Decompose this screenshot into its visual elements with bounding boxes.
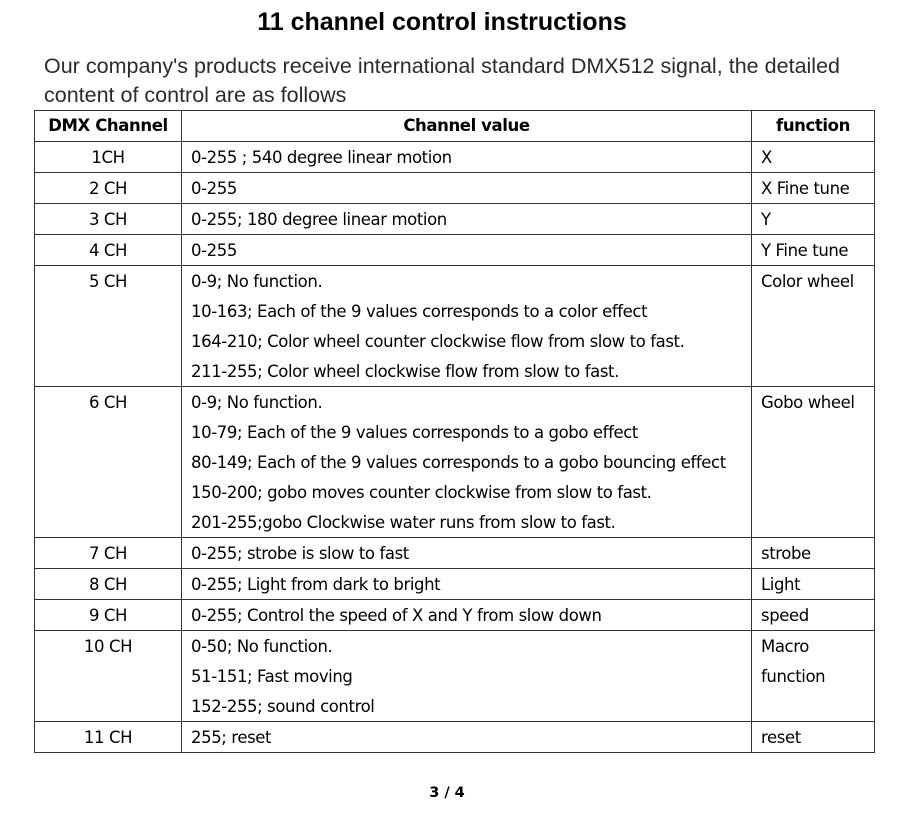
table-row: 1CH 0-255 ; 540 degree linear motion X	[34, 141, 875, 173]
channel-cell: 4 CH	[34, 234, 182, 266]
value-line: 150-200; gobo moves counter clockwise fr…	[191, 483, 652, 502]
channel-value-cell: 0-9; No function. 10-163; Each of the 9 v…	[181, 265, 752, 387]
function-line: speed	[761, 606, 809, 625]
function-line: function	[761, 667, 826, 686]
channel-cell: 1CH	[34, 141, 182, 173]
value-line: 0-255; Light from dark to bright	[191, 575, 441, 594]
value-line: 152-255; sound control	[191, 697, 375, 716]
dmx-channel-table: DMX Channel Channel value function 1CH 0-…	[34, 110, 875, 753]
channel-cell: 5 CH	[34, 265, 182, 387]
channel-value-cell: 0-255	[181, 234, 752, 266]
table-body: 1CH 0-255 ; 540 degree linear motion X 2 CH…	[34, 141, 875, 753]
function-cell: Y	[751, 203, 875, 235]
channel-value-cell: 0-255 ; 540 degree linear motion	[181, 141, 752, 173]
function-cell: speed	[751, 599, 875, 631]
function-cell: Macro function	[751, 630, 875, 722]
value-line: 0-9; No function.	[191, 272, 323, 291]
value-line: 255; reset	[191, 728, 272, 747]
function-cell: reset	[751, 721, 875, 753]
value-line: 0-255; strobe is slow to fast	[191, 544, 409, 563]
table-header-row: DMX Channel Channel value function	[34, 110, 875, 142]
function-cell: Y Fine tune	[751, 234, 875, 266]
value-line: 211-255; Color wheel clockwise flow from…	[191, 362, 619, 381]
value-line: 0-255	[191, 241, 237, 260]
intro-paragraph: Our company's products receive internati…	[44, 54, 840, 107]
channel-value-cell: 255; reset	[181, 721, 752, 753]
function-line: Y Fine tune	[761, 241, 849, 260]
channel-value-cell: 0-255; Light from dark to bright	[181, 568, 752, 600]
channel-cell: 10 CH	[34, 630, 182, 722]
channel-value-cell: 0-255; Control the speed of X and Y from…	[181, 599, 752, 631]
table-row: 9 CH 0-255; Control the speed of X and Y …	[34, 599, 875, 631]
channel-cell: 3 CH	[34, 203, 182, 235]
value-line: 51-151; Fast moving	[191, 667, 353, 686]
channel-cell: 8 CH	[34, 568, 182, 600]
channel-value-cell: 0-255; strobe is slow to fast	[181, 537, 752, 569]
function-line: Color wheel	[761, 272, 854, 291]
function-line: Y	[761, 210, 771, 229]
header-channel-value: Channel value	[181, 110, 752, 142]
function-cell: X Fine tune	[751, 172, 875, 204]
table-row: 8 CH 0-255; Light from dark to bright Ligh…	[34, 568, 875, 600]
page-number: 3 / 4	[429, 785, 465, 801]
table-row: 10 CH 0-50; No function. 51-151; Fast movi…	[34, 630, 875, 722]
function-line: Gobo wheel	[761, 393, 855, 412]
function-cell: X	[751, 141, 875, 173]
value-line: 0-255	[191, 179, 237, 198]
channel-cell: 6 CH	[34, 386, 182, 538]
function-cell: strobe	[751, 537, 875, 569]
channel-value-cell: 0-50; No function. 51-151; Fast moving 152…	[181, 630, 752, 722]
function-line: X	[761, 148, 772, 167]
table-row: 2 CH 0-255 X Fine tune	[34, 172, 875, 204]
value-line: 10-163; Each of the 9 values corresponds…	[191, 302, 648, 321]
function-cell: Light	[751, 568, 875, 600]
page-title: 11 channel control instructions	[257, 8, 627, 36]
table-row: 6 CH 0-9; No function. 10-79; Each of the …	[34, 386, 875, 538]
channel-cell: 2 CH	[34, 172, 182, 204]
channel-value-cell: 0-255; 180 degree linear motion	[181, 203, 752, 235]
channel-value-cell: 0-9; No function. 10-79; Each of the 9 va…	[181, 386, 752, 538]
function-cell: Gobo wheel	[751, 386, 875, 538]
channel-cell: 7 CH	[34, 537, 182, 569]
value-line: 0-9; No function.	[191, 393, 323, 412]
function-cell: Color wheel	[751, 265, 875, 387]
value-line: 201-255;gobo Clockwise water runs from s…	[191, 513, 616, 532]
value-line: 0-255; 180 degree linear motion	[191, 210, 447, 229]
function-line: Light	[761, 575, 801, 594]
channel-cell: 9 CH	[34, 599, 182, 631]
header-dmx-channel: DMX Channel	[34, 110, 182, 142]
table-row: 3 CH 0-255; 180 degree linear motion Y	[34, 203, 875, 235]
channel-cell: 11 CH	[34, 721, 182, 753]
table-row: 11 CH 255; reset reset	[34, 721, 875, 753]
channel-value-cell: 0-255	[181, 172, 752, 204]
table-row: 5 CH 0-9; No function. 10-163; Each of the…	[34, 265, 875, 387]
header-function: function	[751, 110, 875, 142]
value-line: 164-210; Color wheel counter clockwise f…	[191, 332, 685, 351]
value-line: 10-79; Each of the 9 values corresponds …	[191, 423, 638, 442]
table-row: 7 CH 0-255; strobe is slow to fast strobe	[34, 537, 875, 569]
value-line: 0-50; No function.	[191, 637, 333, 656]
function-line: strobe	[761, 544, 811, 563]
function-line: reset	[761, 728, 801, 747]
function-line: Macro	[761, 637, 809, 656]
table-row: 4 CH 0-255 Y Fine tune	[34, 234, 875, 266]
value-line: 0-255 ; 540 degree linear motion	[191, 148, 452, 167]
function-line: X Fine tune	[761, 179, 850, 198]
value-line: 0-255; Control the speed of X and Y from…	[191, 606, 602, 625]
value-line: 80-149; Each of the 9 values corresponds…	[191, 453, 726, 472]
